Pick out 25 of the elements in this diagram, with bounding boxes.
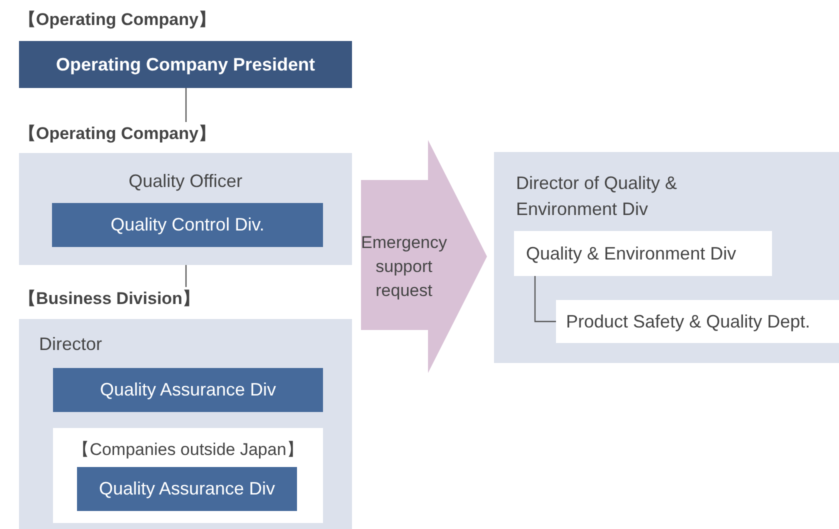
panel	[494, 152, 839, 363]
node-label: Product Safety & Quality Dept.	[566, 311, 810, 332]
node-label: Quality Assurance Div	[98, 380, 278, 400]
division-box	[52, 203, 323, 247]
unit-box	[53, 428, 323, 523]
connector-line	[185, 88, 187, 122]
section-heading: 【Operating Company】	[19, 123, 216, 145]
unit-box	[556, 300, 839, 343]
section-heading: 【Operating Company】	[19, 9, 216, 31]
unit-box	[514, 231, 772, 276]
node-label: Quality Assurance Div	[98, 478, 276, 500]
connector-line	[185, 265, 187, 287]
section-heading: 【Business Division】	[19, 288, 200, 310]
node-label: Director	[39, 334, 102, 355]
node-label: Quality & Environment Div	[526, 243, 736, 264]
node-label: Quality Control Div.	[110, 214, 266, 236]
division-box	[53, 368, 323, 412]
block-arrow	[361, 140, 487, 373]
node-label: Quality Officer	[128, 171, 244, 192]
node-label: Operating Company President	[54, 54, 316, 75]
division-box	[77, 467, 297, 511]
node-label: Emergency support request	[361, 232, 447, 302]
node-label: 【Companies outside Japan】	[72, 439, 304, 461]
connector-line	[534, 276, 556, 322]
node-label: Director of Quality & Environment Div	[516, 172, 678, 221]
